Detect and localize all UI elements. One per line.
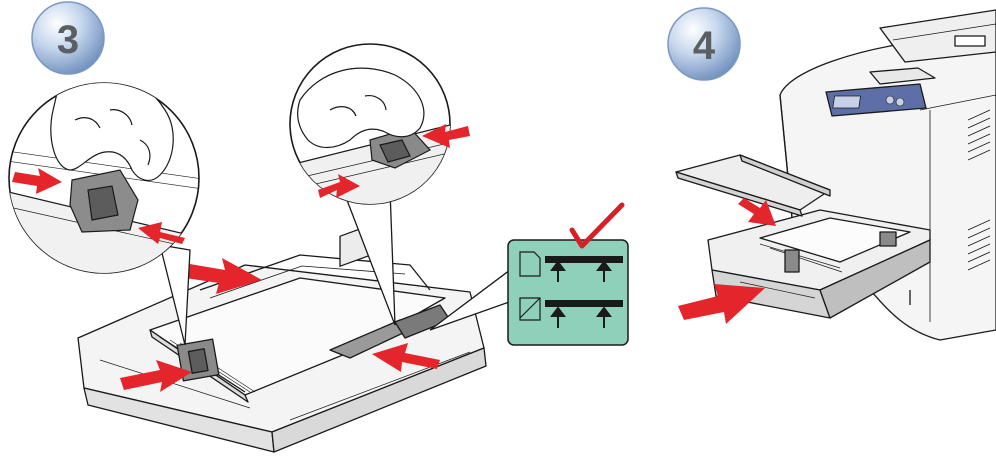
callout-pointers	[159, 189, 516, 346]
paper-tray-illustration	[77, 224, 487, 453]
paper-orientation-label	[507, 239, 629, 346]
guide-adjust-arrow	[318, 124, 470, 198]
step-4-number: 4	[693, 24, 716, 68]
step-3-number: 3	[57, 18, 79, 62]
printer-paper-tray	[707, 209, 931, 319]
guide-adjust-arrow	[12, 168, 185, 244]
zoom-callout-right-hand	[289, 43, 470, 205]
tray-cover	[675, 154, 831, 217]
step-3-badge: 3	[31, 1, 105, 75]
tray-insert-arrow	[678, 198, 776, 324]
red-checkmark-icon	[569, 202, 625, 249]
step-4-badge: 4	[667, 7, 741, 81]
guide-adjust-arrow	[120, 258, 440, 392]
